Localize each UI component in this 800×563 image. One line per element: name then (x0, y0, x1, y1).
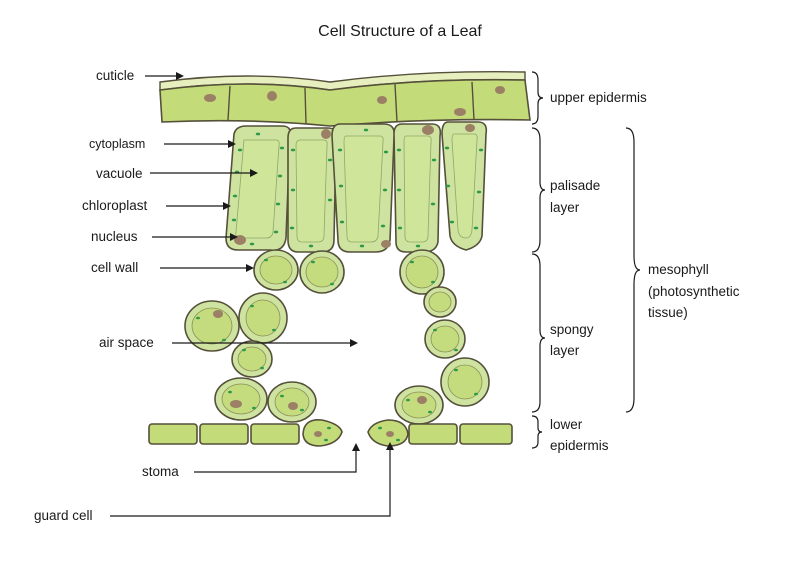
upper-epidermis-cells (159, 78, 531, 127)
lower-epidermis (148, 418, 513, 447)
label-lower: lower (550, 417, 583, 432)
palisade-cell (225, 125, 292, 252)
spongy-cell (184, 300, 240, 352)
lower-epidermis-cell (148, 423, 198, 445)
pointer-guard-cell (110, 446, 391, 517)
brace-lower-epidermis (531, 415, 543, 449)
palisade-layer (225, 121, 488, 253)
spongy-cell (253, 249, 299, 291)
label-stoma: stoma (142, 464, 179, 479)
lower-epidermis-cell (408, 423, 458, 445)
label-nucleus: nucleus (91, 229, 138, 244)
label-cell-wall: cell wall (91, 260, 138, 275)
pointer-stoma (194, 447, 357, 473)
brace-mesophyll (625, 127, 641, 413)
epidermis-nuclei (204, 86, 505, 116)
diagram-title: Cell Structure of a Leaf (318, 23, 482, 40)
spongy-cell (214, 377, 268, 421)
palisade-chloroplasts (231, 128, 484, 248)
brace-upper-epidermis (531, 71, 544, 125)
upper-epidermis (159, 71, 531, 127)
label-photosynthetic: (photosynthetic (648, 284, 740, 299)
brace-spongy (531, 253, 546, 413)
label-air-space: air space (99, 335, 154, 350)
palisade-cell (287, 127, 338, 253)
label-upper-epidermis: upper epidermis (550, 90, 647, 105)
label-cytoplasm: cytoplasm (89, 137, 145, 151)
guard-cell-left (302, 418, 343, 447)
spongy-layer (184, 249, 490, 425)
spongy-nuclei (213, 310, 427, 410)
label-spongy: spongy (550, 322, 594, 337)
spongy-cell (440, 357, 490, 407)
palisade-cell (441, 121, 488, 251)
brace-palisade (531, 127, 546, 253)
spongy-cell (267, 381, 317, 423)
lower-epidermis-cell (250, 423, 300, 445)
label-spongy-layer: layer (550, 343, 580, 358)
label-vacuole: vacuole (96, 166, 143, 181)
lower-epidermis-cell (459, 423, 513, 445)
palisade-cell (393, 123, 442, 253)
spongy-cell (424, 319, 466, 359)
spongy-cell (231, 340, 273, 378)
label-lower-epidermis: epidermis (550, 438, 609, 453)
label-palisade-layer: layer (550, 200, 580, 215)
spongy-cell (394, 385, 444, 425)
spongy-cell (238, 292, 288, 344)
left-labels: cuticle cytoplasm vacuole chloroplast nu… (34, 68, 394, 523)
label-tissue: tissue) (648, 305, 688, 320)
arrowhead (176, 72, 184, 80)
palisade-nuclei (234, 124, 475, 248)
palisade-cell (331, 123, 396, 253)
spongy-chloroplasts (196, 258, 478, 414)
lower-epidermis-cell (199, 423, 249, 445)
spongy-cell (423, 286, 457, 318)
spongy-cell (299, 250, 345, 294)
label-cuticle: cuticle (96, 68, 134, 83)
label-chloroplast: chloroplast (82, 198, 148, 213)
right-labels: upper epidermis palisade layer spongy la… (531, 71, 740, 453)
label-mesophyll: mesophyll (648, 262, 709, 277)
label-guard-cell: guard cell (34, 508, 93, 523)
label-palisade: palisade (550, 178, 600, 193)
